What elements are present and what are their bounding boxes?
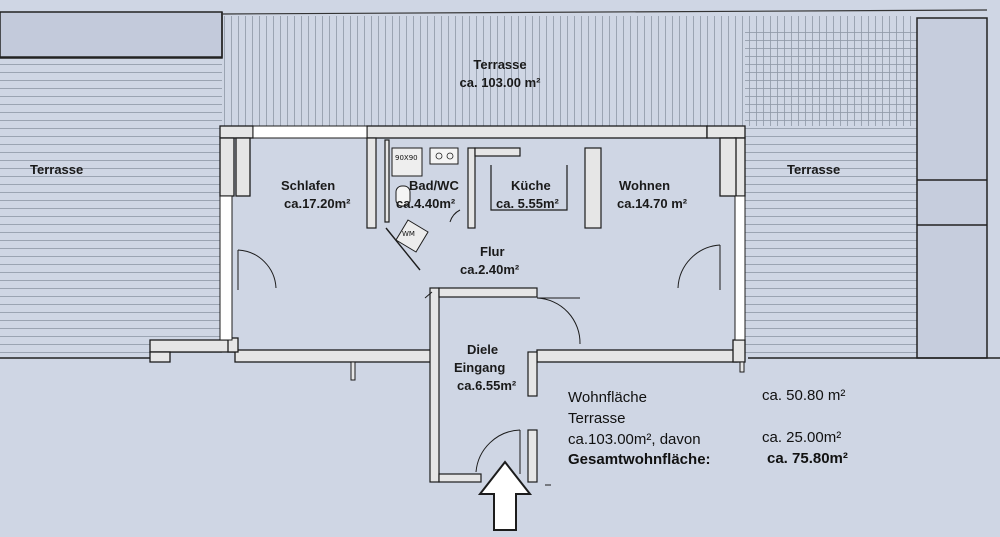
entrance-arrow (477, 460, 533, 531)
shower (391, 147, 423, 177)
schlafen-label: Schlafen (281, 178, 336, 193)
wohnen-label: Wohnen (619, 178, 671, 193)
diele-area: ca.6.55m² (457, 378, 517, 393)
apartment-floor (232, 138, 737, 352)
door-swings (237, 209, 721, 474)
window-right (734, 195, 746, 341)
inner-walls (366, 137, 602, 483)
window-top-left (252, 125, 368, 139)
terrace-right (745, 28, 917, 358)
terrace-right-label: Terrasse (787, 162, 841, 177)
summary-label-1: Wohnfläche (568, 389, 647, 406)
right-panel (916, 17, 988, 359)
wohnen-area: ca.14.70 m² (617, 196, 688, 211)
kueche-area: ca. 5.55m² (496, 196, 559, 211)
kueche-label: Küche (511, 178, 551, 193)
summary-label-2: Terrasse (568, 410, 626, 427)
terrace-left-label: Terrasse (30, 162, 84, 177)
bad-label: Bad/WC (409, 178, 459, 193)
schlafen-area: ca.17.20m² (284, 196, 351, 211)
toilet (395, 185, 411, 207)
terrace-left (0, 58, 222, 358)
top-left-block (0, 11, 223, 58)
washbasin (429, 147, 459, 165)
washer-label: WM (402, 230, 415, 238)
washing-machine (395, 219, 429, 253)
summary-value-1: ca. 50.80 m² (762, 387, 846, 404)
bad-area: ca.4.40m² (396, 196, 456, 211)
summary-label-4: Gesamtwohnfläche: (568, 451, 711, 468)
flur-label: Flur (480, 244, 505, 259)
flur-area: ca.2.40m² (460, 262, 520, 277)
window-left (219, 195, 233, 341)
shower-label: 90X90 (395, 154, 418, 162)
summary-value-4: ca. 75.80m² (767, 450, 848, 467)
diele-label: Diele (467, 342, 499, 357)
eingang-label: Eingang (454, 360, 506, 375)
outer-walls (149, 125, 746, 363)
terrace-top-area: ca. 103.00 m² (459, 75, 541, 90)
summary-label-3: ca.103.00m², davon (568, 431, 701, 448)
summary-value-3: ca. 25.00m² (762, 429, 842, 446)
terrace-top-label: Terrasse (473, 57, 527, 72)
